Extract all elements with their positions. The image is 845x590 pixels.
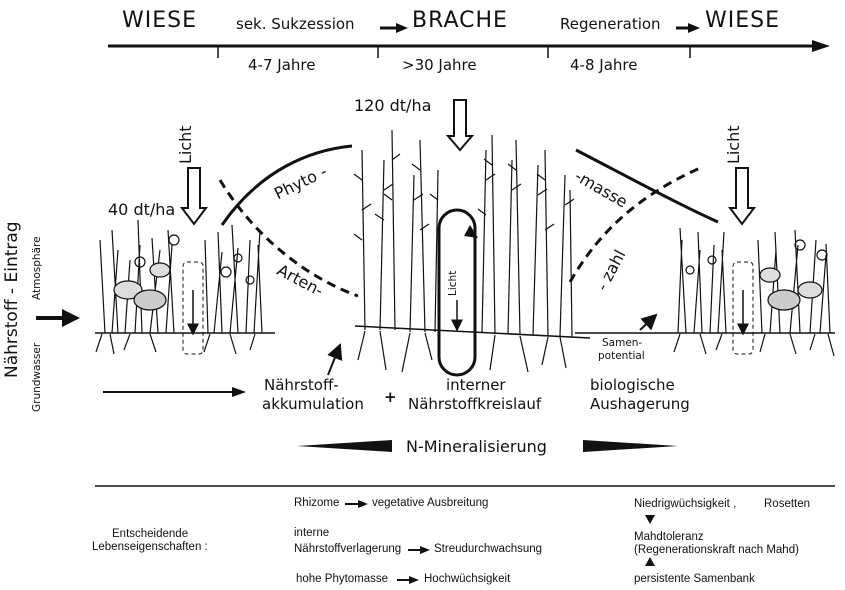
aushagerung-line-1: biologische [590,378,675,393]
stage-wiese-start: WIESE [122,10,197,32]
light-arrow-right [730,168,754,224]
process-arrow [103,387,246,397]
transition-sukzession: sek. Sukzession [236,17,355,32]
stage-brache: BRACHE [412,10,508,32]
licht-label-right: Licht [726,125,742,164]
trait-rhizome: Rhizome [294,498,339,510]
duration-1: 4-7 Jahre [248,58,315,73]
eintrag-title: Nährstoff - Eintrag [4,221,21,378]
mineralisation-wedge-right [583,440,678,452]
kreislauf-line-1: interner [446,378,506,393]
nutrient-input-arrow [36,309,80,327]
trait-samenbank: persistente Samenbank [634,574,755,586]
samen-label-2: potential [598,351,645,362]
aushagerung-line-2: Aushagerung [590,397,690,412]
meadow-vegetation-right [674,228,834,356]
licht-label-center: Licht [448,271,459,296]
trait-streu: Streudurchwachsung [434,544,542,556]
traits-heading-2: Lebenseigenschaften : [92,542,208,554]
light-arrow-center [448,100,472,150]
duration-2: >30 Jahre [402,58,477,73]
trait-verlagerung: Nährstoffverlagerung [294,544,401,556]
seed-potential-arrow [640,315,656,330]
transition-regeneration: Regeneration [560,17,661,32]
light-arrow-left [182,168,206,224]
accumulation-arrow [328,345,340,375]
yield-wiese: 40 dt/ha [108,202,175,218]
samen-label-1: Samen- [602,338,642,349]
trait-arrows [345,500,655,584]
yield-brache: 120 dt/ha [354,98,431,114]
trait-regeneration: (Regenerationskraft nach Mahd) [634,545,799,557]
eintrag-grundwasser: Grundwasser [32,343,43,412]
trait-mahdtoleranz: Mahdtoleranz [634,532,704,544]
eintrag-atmosphaere: Atmosphäre [32,236,43,300]
plus-sign: + [384,390,397,405]
trait-niedrig: Niedrigwüchsigkeit , [634,499,736,511]
mineralisation-wedge-left [297,440,392,452]
akkumulation-line-1: Nährstoff- [264,378,339,393]
transition-arrow-1 [380,23,408,33]
transition-arrow-2 [676,23,700,33]
trait-hochwuechsig: Hochwüchsigkeit [424,574,510,586]
trait-phytomasse: hohe Phytomasse [296,574,388,586]
licht-label-left: Licht [178,125,194,164]
trait-interne: interne [294,528,329,540]
traits-heading-1: Entscheidende [112,529,188,541]
akkumulation-line-2: akkumulation [262,397,364,412]
trait-rosetten: Rosetten [764,499,810,511]
mineralisierung-label: N-Mineralisierung [406,439,547,455]
stage-wiese-end: WIESE [705,10,780,32]
duration-3: 4-8 Jahre [570,58,637,73]
ground-lines [95,326,835,338]
trait-vegetative: vegetative Ausbreitung [372,498,488,510]
kreislauf-line-2: Nährstoffkreislauf [408,397,541,412]
meadow-vegetation-left [96,220,262,354]
